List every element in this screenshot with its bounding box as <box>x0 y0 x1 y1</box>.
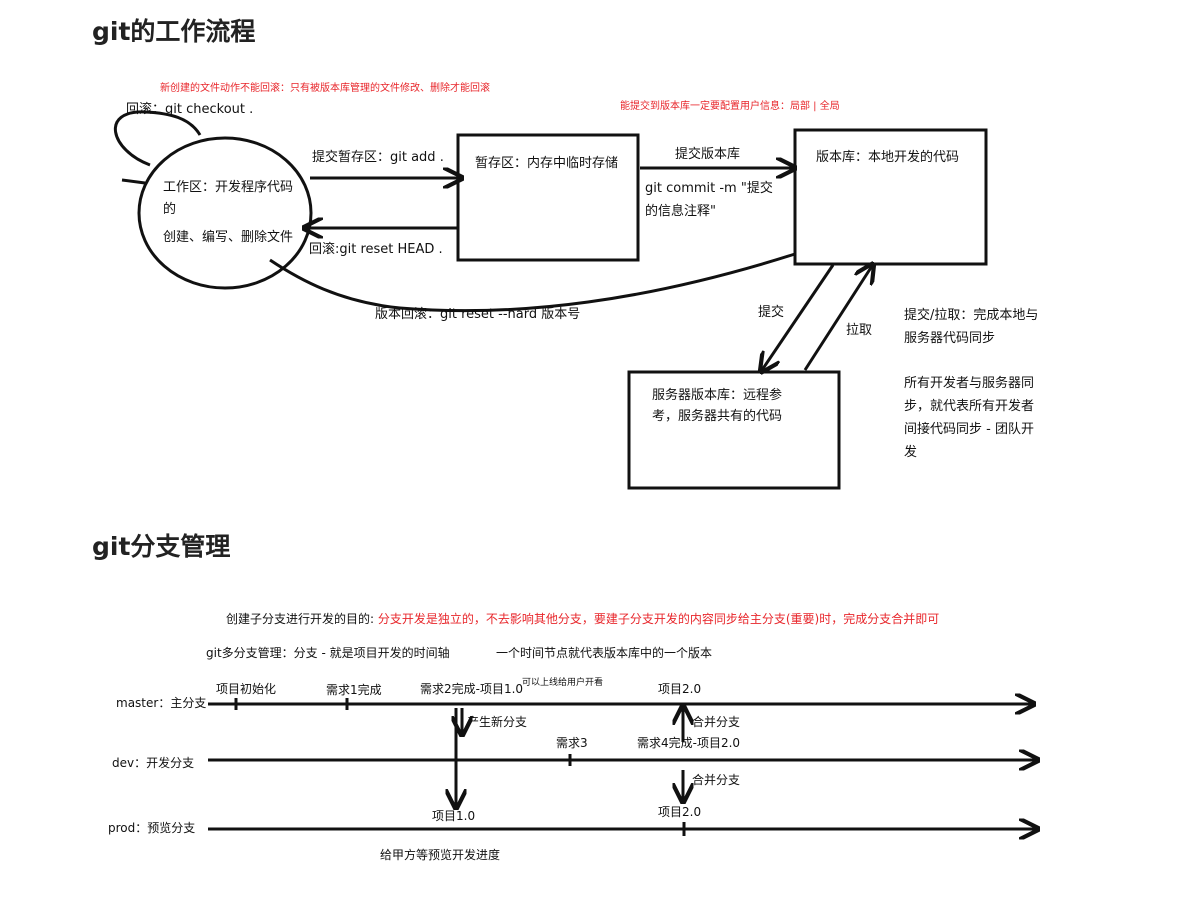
branch-heading: git分支管理 <box>92 532 231 561</box>
merge2-label: 合并分支 <box>692 773 741 787</box>
commit-line1: git commit -m "提交 <box>645 181 773 196</box>
new-branch-label: 产生新分支 <box>467 715 528 729</box>
sync-note-2: 所有开发者与服务器同步，就代表所有开发者间接代码同步 - 团队开发 <box>904 376 1035 460</box>
pull-arrow <box>803 266 872 371</box>
online-label: 可以上线给用户开看 <box>522 678 604 688</box>
prod-v1-label: 项目1.0 <box>432 809 476 823</box>
req4-label: 需求4完成-项目2.0 <box>637 736 741 750</box>
working-area-line1: 工作区：开发程序代码 <box>163 180 294 195</box>
dev-label: dev：开发分支 <box>112 756 195 770</box>
prod-v2-label: 项目2.0 <box>658 805 702 819</box>
reset-label: 回滚:git reset HEAD . <box>309 242 443 257</box>
node-note: 一个时间节点就代表版本库中的一个版本 <box>496 646 713 660</box>
commit-title: 提交版本库 <box>675 147 741 162</box>
staging-area-label: 暂存区：内存中临时存储 <box>475 156 619 171</box>
checkout-loop-head <box>121 178 146 185</box>
add-label: 提交暂存区：git add . <box>312 150 444 165</box>
staging-area-box <box>456 133 640 262</box>
branch-purpose: 创建子分支进行开发的目的: 分支开发是独立的，不去影响其他分支，要建子分支开发的… <box>226 609 939 630</box>
hard-reset-label: 版本回滚：git reset --hard 版本号 <box>375 307 581 322</box>
req1-label: 需求1完成 <box>326 683 382 697</box>
repo-label: 版本库：本地开发的代码 <box>816 150 960 165</box>
workflow-heading: git的工作流程 <box>92 17 256 46</box>
req3-label: 需求3 <box>556 736 588 750</box>
merge1-label: 合并分支 <box>692 715 741 729</box>
working-area-line3: 创建、编写、删除文件 <box>163 230 294 245</box>
master-v2-label: 项目2.0 <box>658 682 702 696</box>
working-area-circle <box>137 136 313 290</box>
push-arrow <box>762 264 835 370</box>
commit-line2: 的信息注释" <box>645 204 716 219</box>
pull-label: 拉取 <box>846 323 873 338</box>
checkout-loop-arrow <box>114 110 202 167</box>
multi-branch-note: git多分支管理：分支 - 就是项目开发的时间轴 <box>206 646 450 660</box>
branch-purpose-text: 分支开发是独立的，不去影响其他分支，要建子分支开发的内容同步给主分支(重要)时，… <box>377 612 940 626</box>
repo-box <box>793 128 988 266</box>
hard-reset-curve <box>269 252 796 313</box>
server-label: 服务器版本库：远程参考，服务器共有的代码 <box>652 388 783 424</box>
config-note: 能提交到版本库一定要配置用户信息：局部 | 全局 <box>620 101 840 112</box>
prod-label: prod：预览分支 <box>108 821 196 835</box>
req2-label: 需求2完成-项目1.0 <box>420 682 524 696</box>
sync-note-1: 提交/拉取：完成本地与服务器代码同步 <box>904 308 1039 346</box>
master-label: master：主分支 <box>116 696 207 710</box>
server-box <box>627 370 841 490</box>
preview-label: 给甲方等预览开发进度 <box>380 848 501 862</box>
push-label: 提交 <box>758 305 785 320</box>
branch-purpose-label: 创建子分支进行开发的目的: <box>226 612 375 626</box>
checkout-label: 回滚：git checkout . <box>126 102 254 117</box>
checkout-note: 新创建的文件动作不能回滚：只有被版本库管理的文件修改、删除才能回滚 <box>160 83 490 94</box>
working-area-line2: 的 <box>163 202 177 217</box>
init-label: 项目初始化 <box>216 682 277 696</box>
